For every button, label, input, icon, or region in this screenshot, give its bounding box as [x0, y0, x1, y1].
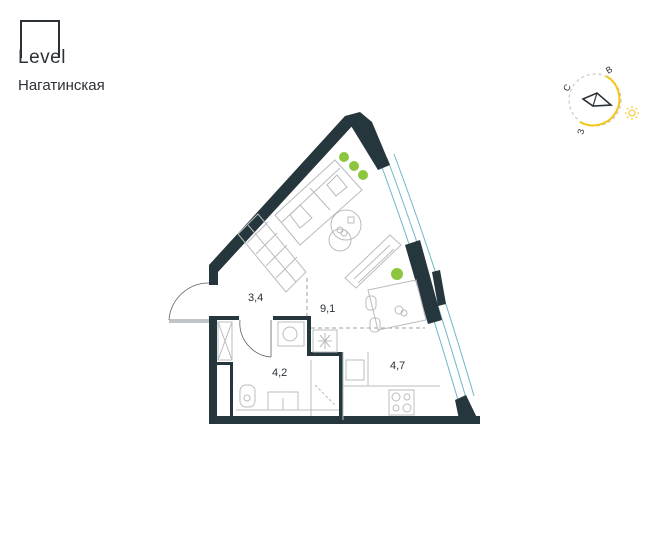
wall-west	[209, 316, 217, 424]
plant-icon	[391, 268, 403, 280]
room-area-kitchen: 4,7	[390, 360, 405, 372]
compass-widget: С В З	[561, 64, 639, 136]
wall-bath-right-lower	[339, 352, 343, 420]
brand-name: Level	[18, 47, 66, 68]
wall-east-pier	[405, 240, 442, 324]
wall-north-corner	[345, 112, 390, 170]
sofa	[274, 159, 363, 246]
wall-bath-top-left	[209, 316, 239, 320]
wall-closet-side	[230, 362, 233, 418]
wall-bath-right-upper	[307, 316, 311, 356]
wardrobe	[237, 213, 307, 293]
coffee-table	[328, 209, 362, 252]
sun-icon	[625, 106, 639, 120]
room-area-bathroom: 4,2	[272, 367, 287, 379]
plant-icon	[358, 170, 368, 180]
compass-east-label: В	[604, 64, 614, 76]
plants	[339, 152, 403, 280]
wall-northwest	[209, 116, 354, 285]
brand-logo: Level Нагатинская	[18, 18, 138, 94]
compass-north-label: С	[561, 82, 573, 93]
plant-icon	[349, 161, 359, 171]
compass-west-label: З	[575, 128, 586, 136]
compass-needle-icon	[581, 92, 614, 107]
brand-location: Нагатинская	[18, 77, 105, 94]
bathroom-door[interactable]	[239, 319, 272, 358]
compass-ring	[568, 73, 622, 127]
wall-closet	[217, 362, 233, 365]
walls	[209, 112, 480, 424]
logo-frame	[20, 20, 60, 58]
plant-icon	[339, 152, 349, 162]
tv-stand	[344, 234, 402, 289]
room-area-living: 9,1	[320, 303, 335, 315]
wall-east-pier-2	[432, 270, 446, 306]
sun-arc	[579, 75, 621, 127]
room-area-hall: 3,4	[248, 292, 263, 304]
entrance-door[interactable]	[168, 282, 210, 323]
furniture	[217, 159, 440, 420]
bathroom-fixtures	[217, 321, 339, 416]
kitchen-fixtures	[312, 329, 440, 420]
zone-dividers	[306, 278, 425, 329]
wall-south	[209, 416, 480, 424]
dining-table	[365, 279, 427, 333]
wall-bath-top-right	[273, 316, 311, 320]
wall-bath-step	[307, 352, 343, 356]
